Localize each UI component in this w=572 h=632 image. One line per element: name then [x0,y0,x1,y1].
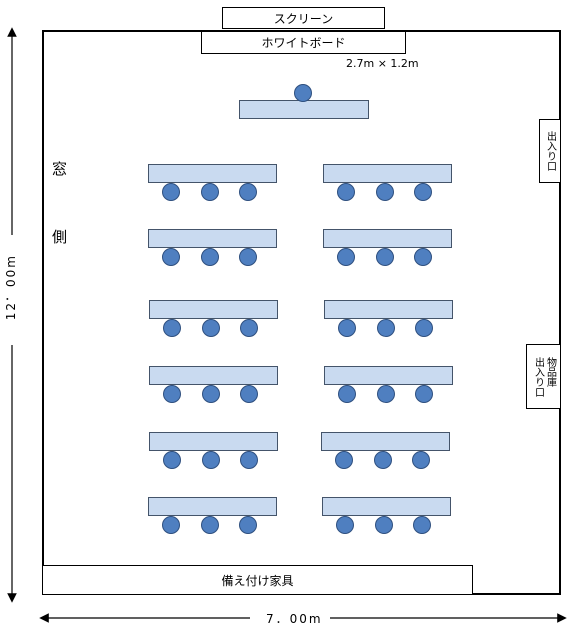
whiteboard-size: 2.7m × 1.2m [346,57,419,70]
student-seat [336,516,354,534]
student-seat [338,385,356,403]
width-dimension: 7．00m [262,610,327,627]
student-desk [149,366,278,385]
student-desk [149,432,278,451]
student-seat [239,248,257,266]
height-dimension: 12．00m [2,250,19,325]
student-desk [149,300,278,319]
student-seat [201,248,219,266]
student-seat [414,248,432,266]
student-seat [413,516,431,534]
exit-door-top: 出入り口 [539,119,561,183]
student-desk [148,229,277,248]
student-seat [201,183,219,201]
built-in-furniture: 備え付け家具 [42,565,473,595]
student-seat [376,248,394,266]
student-seat [374,451,392,469]
student-desk [323,229,452,248]
storage-exit-label: 物品庫 出入り口 [532,356,556,397]
whiteboard: ホワイトボード [201,31,406,54]
student-seat [375,516,393,534]
student-seat [337,183,355,201]
student-seat [202,385,220,403]
student-seat [377,385,395,403]
student-seat [202,319,220,337]
student-desk [324,300,453,319]
student-seat [337,248,355,266]
student-seat [162,248,180,266]
student-seat [162,516,180,534]
student-seat [163,451,181,469]
storage-exit-door: 物品庫 出入り口 [526,344,561,409]
student-desk [324,366,453,385]
screen: スクリーン [222,7,385,29]
student-seat [338,319,356,337]
student-seat [202,451,220,469]
student-seat [415,385,433,403]
student-seat [163,319,181,337]
window-side-char1: 窓 [52,160,68,178]
student-seat [412,451,430,469]
student-desk [148,164,277,183]
student-seat [240,451,258,469]
student-seat [415,319,433,337]
student-seat [376,183,394,201]
student-seat [162,183,180,201]
student-seat [240,385,258,403]
student-seat [377,319,395,337]
student-seat [335,451,353,469]
student-seat [201,516,219,534]
student-desk [148,497,277,516]
whiteboard-label: ホワイトボード [261,36,346,50]
student-desk [321,432,450,451]
student-seat [239,516,257,534]
student-seat [239,183,257,201]
built-in-furniture-label: 備え付け家具 [221,573,294,588]
student-desk [323,164,452,183]
student-seat [163,385,181,403]
teacher-seat [294,84,312,102]
window-side-char2: 側 [52,228,68,246]
exit-door-top-label: 出入り口 [544,131,556,171]
screen-label: スクリーン [273,11,334,26]
student-desk [322,497,451,516]
student-seat [414,183,432,201]
student-seat [240,319,258,337]
